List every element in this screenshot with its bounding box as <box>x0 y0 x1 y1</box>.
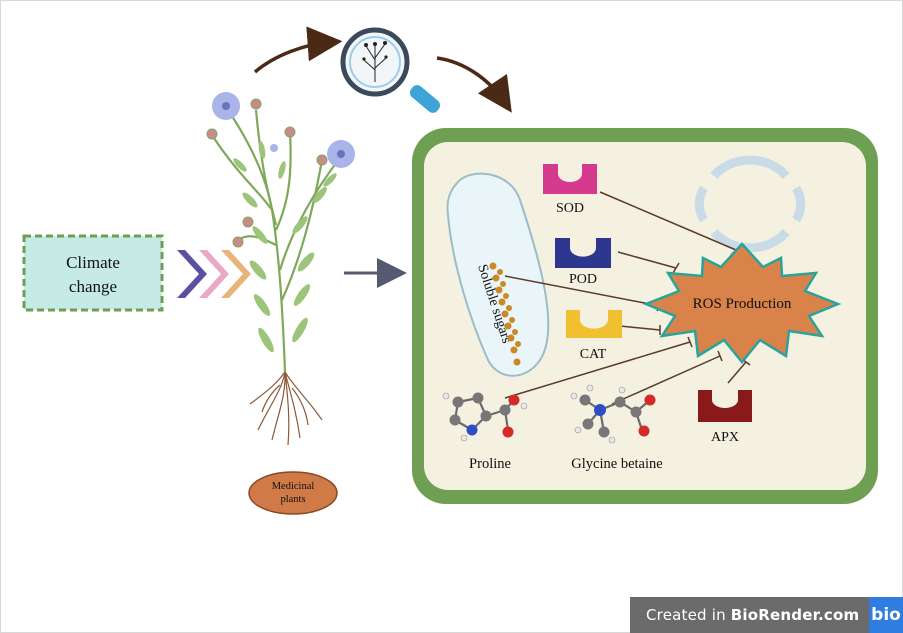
plant-cell <box>412 128 878 504</box>
apx-label: APX <box>711 430 739 445</box>
proline-molecule-icon: Proline <box>442 392 528 472</box>
watermark-text: Created in BioRender.com <box>630 606 859 624</box>
climate-label-line1: Climate <box>66 253 120 272</box>
sugar-chain-icon <box>489 262 521 366</box>
biorender-logo-icon: bio <box>869 597 903 633</box>
apx-enzyme-icon: APX <box>698 390 752 445</box>
chevron-arrows-icon <box>177 250 251 298</box>
curved-arrow-right <box>436 56 512 113</box>
organelle-ring-icon <box>694 155 806 253</box>
medicinal-plants-badge: Medicinal plants <box>248 471 338 515</box>
biorender-watermark[interactable]: Created in BioRender.com bio <box>630 597 903 633</box>
climate-change-box: Climate change <box>22 234 164 312</box>
flax-plant-icon <box>206 92 355 446</box>
proline-label: Proline <box>469 456 511 472</box>
pod-label: POD <box>569 272 597 287</box>
ros-label: ROS Production <box>693 296 792 312</box>
pod-enzyme-icon: POD <box>555 238 611 287</box>
cat-enzyme-icon: CAT <box>566 310 622 362</box>
glycine-betaine-label: Glycine betaine <box>571 456 662 472</box>
watermark-brand: BioRender.com <box>730 606 860 624</box>
glycine-betaine-molecule-icon: Glycine betaine <box>570 384 663 472</box>
climate-label-line2: change <box>69 277 117 296</box>
medicinal-label-line1: Medicinal <box>272 481 315 492</box>
sod-enzyme-icon: SOD <box>543 164 597 216</box>
medicinal-label-line2: plants <box>280 494 305 505</box>
watermark-prefix: Created in <box>646 606 731 624</box>
ros-production-starburst: ROS Production <box>642 242 842 364</box>
magnifier-icon <box>340 27 441 113</box>
inhibition-lines <box>504 191 751 405</box>
sod-label: SOD <box>556 201 584 216</box>
cat-label: CAT <box>580 347 607 362</box>
curved-arrow-left <box>253 26 343 74</box>
